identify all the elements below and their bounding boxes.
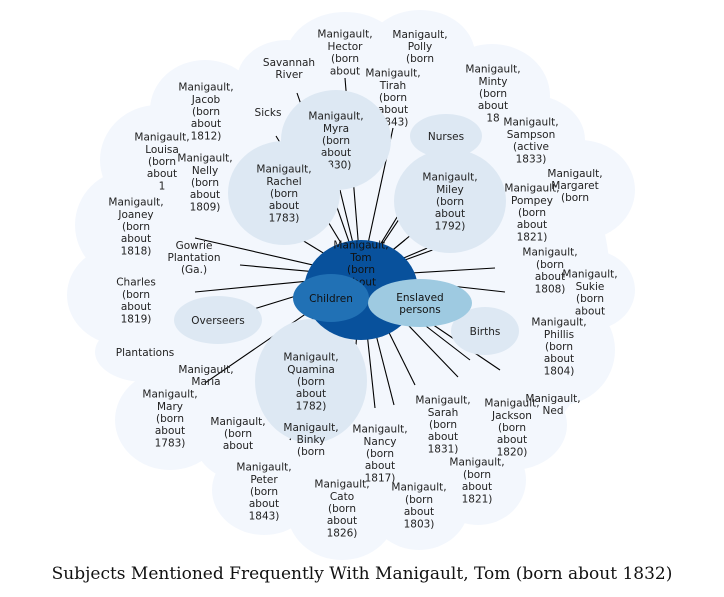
node-binky[interactable]: Manigault,Binky(born [283, 422, 338, 458]
node-children[interactable]: Children [293, 274, 369, 322]
node-children-shape [293, 274, 369, 322]
graph-title: Subjects Mentioned Frequently With Manig… [51, 564, 673, 584]
node-polly[interactable]: Manigault,Polly(born [392, 29, 447, 65]
node-margaret[interactable]: Manigault,Margaret(born [547, 168, 602, 204]
node-sicks-label: Sicks [255, 107, 282, 119]
node-births-shape [451, 307, 519, 355]
node-quamina-shape [255, 319, 367, 443]
node-polly-label: Manigault,Polly(born [392, 29, 447, 65]
halo-blob [545, 250, 635, 330]
node-ned-label: Manigault,Ned [525, 393, 580, 417]
node-binky-label: Manigault,Binky(born [283, 422, 338, 458]
node-nurses-shape [410, 114, 482, 158]
node-nurses-label: Nurses [428, 131, 464, 143]
node-plantations-label: Plantations [116, 347, 174, 359]
node-maria-label: Manigault,Maria [178, 364, 233, 388]
node-children-label: Children [309, 293, 353, 305]
halo-blob [67, 245, 177, 345]
node-overseers-label: Overseers [191, 315, 244, 327]
halo-blob [95, 322, 195, 382]
node-margaret-label: Manigault,Margaret(born [547, 168, 602, 204]
node-plantations[interactable]: Plantations [116, 347, 174, 359]
node-ned[interactable]: Manigault,Ned [525, 393, 580, 417]
node-births-label: Births [470, 326, 501, 338]
node-enslaved-shape [368, 279, 472, 327]
node-nurses[interactable]: Nurses [410, 114, 482, 158]
node-overseers-shape [174, 296, 262, 344]
halo-blob [332, 410, 428, 500]
node-miley-shape [394, 149, 506, 253]
node-overseers[interactable]: Overseers [174, 296, 262, 344]
halo-blob [475, 95, 585, 185]
node-maria[interactable]: Manigault,Maria [178, 364, 233, 388]
node-rachel-shape [228, 141, 340, 245]
node-sicks[interactable]: Sicks [255, 107, 282, 119]
node-births[interactable]: Births [451, 307, 519, 355]
halo-blob [457, 380, 567, 470]
